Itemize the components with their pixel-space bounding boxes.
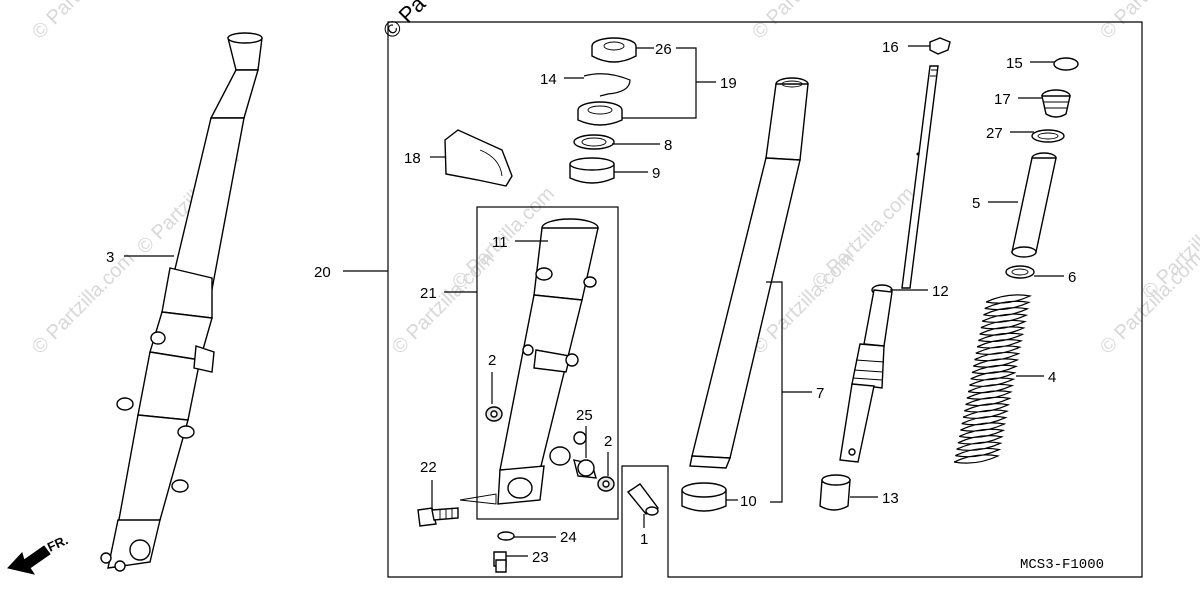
- part-17-bolt: [1041, 89, 1071, 118]
- watermark: © Partzilla.com: [808, 183, 919, 294]
- label-7: 7: [816, 385, 824, 402]
- seal-stack: [569, 37, 637, 184]
- part-24-washer: [497, 531, 515, 541]
- part-5-spacer: [1011, 152, 1057, 258]
- part-8-washer: [573, 134, 615, 150]
- front-arrow-icon: [7, 545, 51, 575]
- outer-tube-box: [476, 206, 619, 520]
- label-17: 17: [994, 91, 1011, 108]
- part-27-o-ring: [1031, 129, 1065, 143]
- assembly-frame: [387, 21, 1143, 578]
- front-arrow-label: FR.: [45, 532, 70, 554]
- part-7-inner-tube: [689, 77, 809, 469]
- diagram-code: MCS3-F1000: [1020, 557, 1104, 573]
- part-labels: 3 20 21 18 11 2 14 26 19 8 9 25 2 22 24 …: [106, 39, 1076, 566]
- label-12: 12: [932, 283, 949, 300]
- part-12-damper-rod: [839, 65, 939, 463]
- label-25: 25: [576, 407, 593, 424]
- part-14-clip: [583, 73, 631, 97]
- watermark: © Partzilla.com: [1138, 193, 1200, 304]
- watermark: © Partzilla.com: [28, 0, 139, 44]
- label-14: 14: [540, 71, 557, 88]
- label-19: 19: [720, 75, 737, 92]
- label-5: 5: [972, 195, 980, 212]
- label-21: 21: [420, 285, 437, 302]
- label-27: 27: [986, 125, 1003, 142]
- part-21-outer-tube: [497, 218, 599, 505]
- part-16-nut: [929, 37, 951, 55]
- label-16: 16: [882, 39, 899, 56]
- label-13: 13: [882, 490, 899, 507]
- label-2a: 2: [488, 352, 496, 369]
- label-22: 22: [420, 459, 437, 476]
- label-6: 6: [1068, 269, 1076, 286]
- label-23: 23: [532, 549, 549, 566]
- part-22-bolt: [417, 507, 459, 527]
- part-6-washer: [1005, 265, 1035, 279]
- part-15-cap: [1053, 57, 1079, 71]
- assembled-fork: [100, 32, 263, 572]
- label-26: 26: [655, 41, 672, 58]
- part-18-guard: [444, 129, 513, 187]
- label-4: 4: [1048, 369, 1056, 386]
- label-2b: 2: [604, 433, 612, 450]
- part-4-spring: [953, 294, 1032, 464]
- watermark: © Partzilla.com: [28, 248, 139, 359]
- label-15: 15: [1006, 55, 1023, 72]
- label-24: 24: [560, 529, 577, 546]
- label-9: 9: [652, 165, 660, 182]
- leader-lines: [124, 45, 1064, 557]
- label-18: 18: [404, 150, 421, 167]
- label-11: 11: [492, 234, 508, 251]
- label-1: 1: [640, 531, 648, 548]
- front-arrow: FR.: [7, 532, 70, 575]
- part-13-piston: [819, 479, 851, 511]
- label-8: 8: [664, 137, 672, 154]
- label-10: 10: [740, 493, 757, 510]
- label-3: 3: [106, 249, 114, 266]
- label-20: 20: [314, 264, 331, 281]
